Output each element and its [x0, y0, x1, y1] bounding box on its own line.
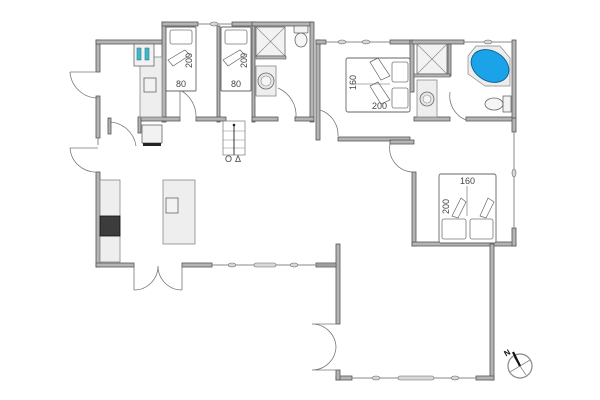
doors: [69, 71, 467, 371]
kitchen: [99, 179, 196, 263]
bed-width: 160: [460, 176, 475, 186]
north-label: N: [503, 348, 513, 359]
bed-length: 200: [239, 53, 249, 68]
bed-length: 200: [441, 199, 451, 214]
windows: [97, 21, 517, 381]
bed-length: 200: [184, 53, 194, 68]
stove-icon: [99, 215, 121, 237]
tap-icon: [144, 47, 150, 61]
bathroom-1: [255, 25, 309, 97]
bedroom-3: 160 200: [345, 57, 411, 113]
bed-width: 160: [348, 75, 358, 90]
tap-icon: [136, 47, 142, 61]
toilet-icon: [294, 32, 308, 48]
bedroom-1: 200 80: [165, 26, 197, 92]
compass: N: [503, 348, 533, 379]
toilet-icon: [484, 97, 504, 111]
bedroom-4: 160 200: [438, 173, 497, 244]
utility-room: [133, 43, 163, 146]
stairs-label-1: O: [225, 154, 232, 164]
bed-length: 200: [372, 101, 387, 111]
utility-sink-icon: [143, 77, 157, 93]
bedroom-2: 200 80: [220, 26, 252, 92]
stairs: O Δ: [222, 120, 246, 164]
stairs-label-2: Δ: [235, 154, 241, 164]
appliance-icon: [141, 124, 163, 144]
bathtub-icon: [470, 49, 510, 83]
bed-width: 80: [231, 79, 241, 89]
island-sink-icon: [165, 197, 179, 214]
bed-width: 80: [176, 79, 186, 89]
bathroom-2: [413, 43, 512, 118]
